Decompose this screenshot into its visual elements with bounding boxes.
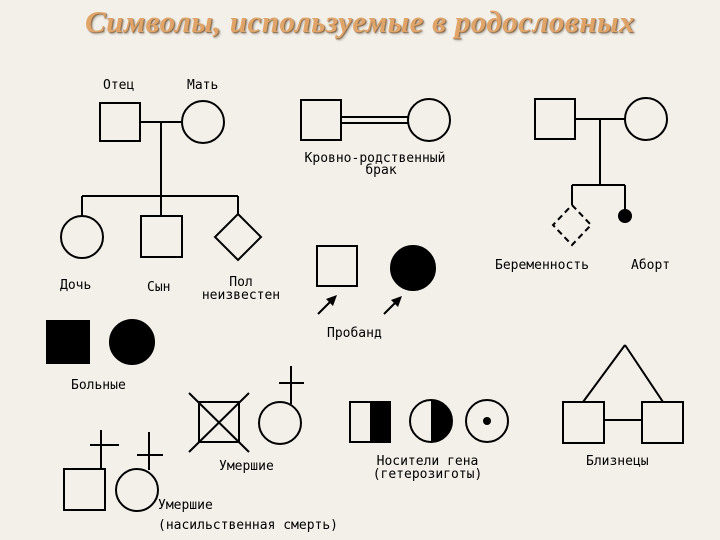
- family-group: [60, 100, 263, 262]
- pregnancy-abortion-group: [534, 97, 668, 247]
- twins-group: [562, 344, 684, 444]
- parent-male-square: [534, 98, 576, 140]
- proband-arrow-head-2: [391, 296, 402, 307]
- parent-female-circle: [624, 97, 668, 141]
- affected-group: [46, 319, 155, 365]
- pregnancy-dashed-diamond: [551, 203, 593, 247]
- twins-line-left: [582, 344, 626, 403]
- carrier-x-linked-dot: [483, 417, 491, 425]
- mother-label: Мать: [187, 78, 219, 93]
- proband-female-circle: [390, 245, 436, 291]
- affected-male-square: [46, 320, 90, 364]
- sex-unknown-label-line1: Пол: [229, 275, 253, 290]
- violent-death-male-square: [63, 468, 106, 511]
- son-label: Сын: [147, 280, 171, 295]
- twins-line-right: [624, 344, 664, 403]
- father-square: [99, 102, 141, 142]
- carriers-label-line2: (гетерозиготы): [372, 467, 483, 482]
- violent-death-female-circle: [115, 468, 159, 512]
- abortion-label: Аборт: [631, 258, 671, 273]
- consanguineous-female-circle: [407, 98, 451, 142]
- deceased-male-square: [198, 401, 240, 443]
- mother-circle: [181, 100, 225, 144]
- unknown-sex-diamond: [213, 212, 263, 262]
- consanguineous-label-line1: Кровно-родственный: [304, 151, 446, 166]
- deceased-violent-label-line2: (насильственная смерть): [158, 518, 339, 533]
- carrier-female-half-fill: [431, 400, 452, 442]
- twin-square-left: [562, 401, 605, 444]
- carrier-male-half-fill: [370, 402, 390, 442]
- daughter-circle: [60, 215, 104, 259]
- sex-unknown-label-line2: неизвестен: [201, 288, 281, 303]
- consanguineous-label-line2: брак: [365, 163, 397, 178]
- twin-square-right: [641, 401, 684, 444]
- daughter-label: Дочь: [60, 278, 92, 293]
- son-square: [140, 215, 183, 258]
- consanguineous-marriage-group: [300, 98, 451, 142]
- proband-male-square: [316, 245, 358, 287]
- page-title: Символы, используемые в родословных: [85, 4, 635, 39]
- deceased-cross-line-2: [188, 392, 250, 453]
- abortion-dot: [618, 209, 632, 223]
- deceased-label: Умершие: [219, 459, 274, 474]
- affected-label: Больные: [71, 378, 126, 393]
- consanguineous-male-square: [300, 99, 342, 141]
- affected-female-circle: [109, 319, 155, 365]
- carriers-group: [349, 399, 509, 443]
- deceased-violent-label-line1: Умершие: [158, 498, 213, 513]
- proband-label: Пробанд: [327, 326, 382, 341]
- carriers-label-line1: Носители гена: [376, 454, 479, 469]
- deceased-violent-group: [63, 430, 163, 512]
- carrier-x-linked-circle: [465, 399, 509, 443]
- father-label: Отец: [103, 78, 135, 93]
- deceased-group: [188, 366, 304, 453]
- proband-group: [316, 245, 436, 315]
- deceased-female-circle: [258, 401, 302, 445]
- carrier-male-square: [349, 401, 391, 443]
- pregnancy-label: Беременность: [495, 258, 589, 273]
- carrier-female-circle: [409, 399, 453, 443]
- twins-label: Близнецы: [586, 454, 649, 469]
- proband-arrow-head-1: [326, 295, 337, 306]
